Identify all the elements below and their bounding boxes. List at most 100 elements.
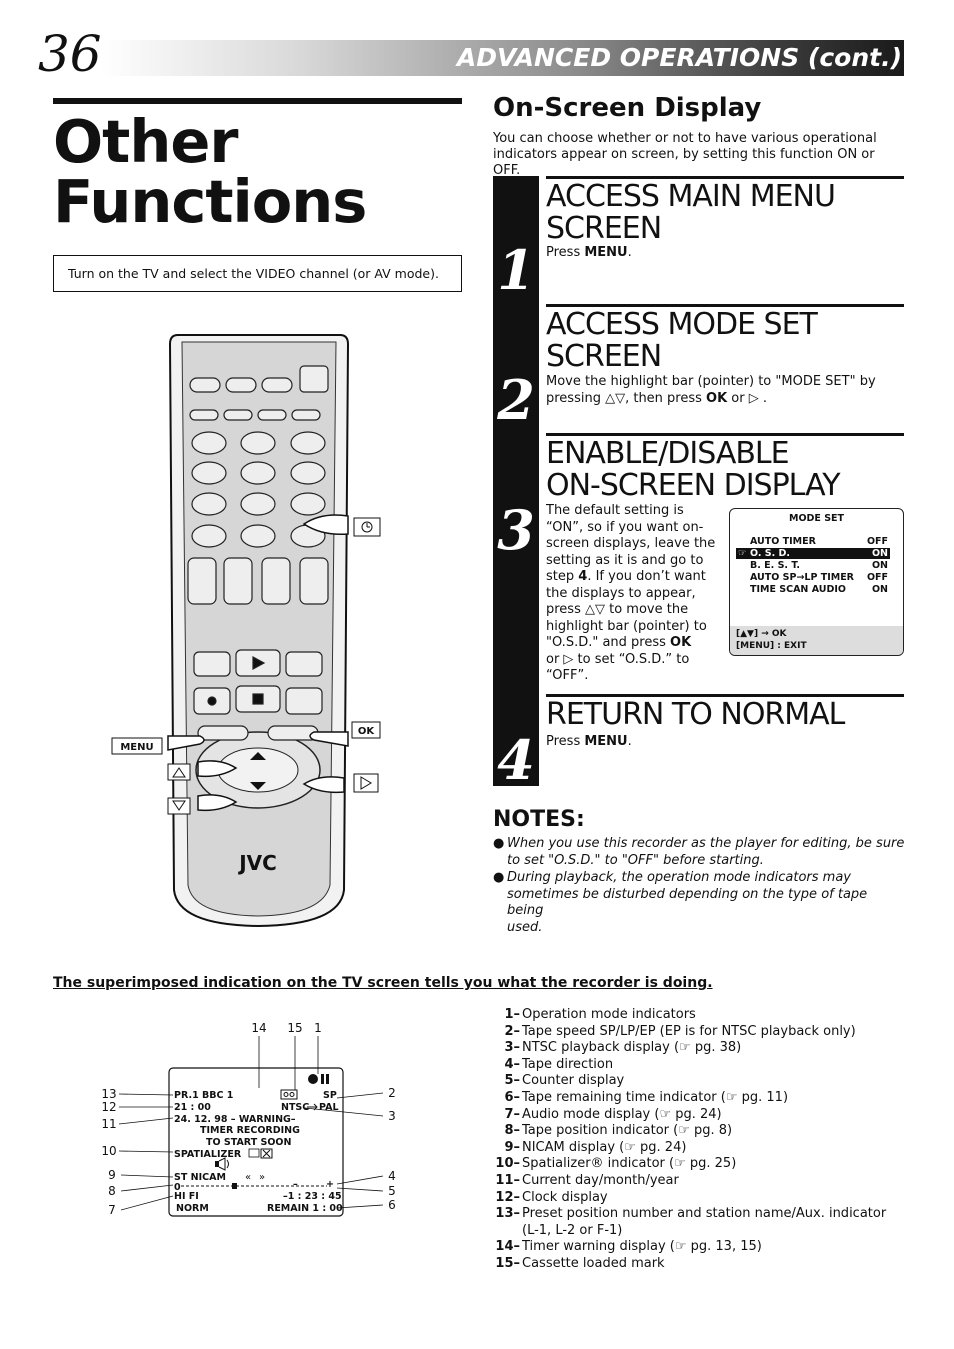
tv-screen-frame [168,1067,344,1217]
timer-mark-icon [248,1148,273,1159]
osd-spatializer: SPATIALIZER [174,1149,242,1160]
svg-text:»: » [259,1172,265,1183]
osd-norm: NORM [176,1203,209,1214]
label-4: 4 [388,1169,396,1183]
osd-nicam: ST NICAM [174,1172,226,1183]
section-header: ADVANCED OPERATIONS (cont.) [456,43,902,72]
step-1-title: ACCESS MAIN MENU SCREEN [546,179,836,246]
mode-set-row-highlighted: ☞O. S. D.ON [736,548,890,559]
label-3: 3 [388,1109,396,1123]
osd-hifi: HI FI [174,1191,199,1202]
ok-callout: OK [358,726,376,737]
page-title: Other Functions [53,107,367,236]
top-buttons [189,365,329,548]
list-item: 4–Tape direction [504,1056,614,1072]
step-2-title: ACCESS MODE SET SCREEN [546,307,818,374]
list-item: 5–Counter display [504,1073,625,1089]
clock-icon [361,521,373,533]
bullet-icon: ● [493,870,505,885]
list-item: 6–Tape remaining time indicator (☞ pg. 1… [504,1089,789,1105]
osd-heading: On-Screen Display [493,93,762,123]
list-item: 14–Timer warning display (☞ pg. 13, 15) [495,1239,762,1255]
step-1-number: 1 [497,238,535,302]
record-pause-icon [308,1074,329,1084]
label-11: 11 [101,1117,116,1131]
osd-clock: 21 : 00 [174,1102,211,1113]
list-item: 2–Tape speed SP/LP/EP (EP is for NTSC pl… [504,1023,856,1039]
list-item: 13–Preset position number and station na… [495,1206,887,1222]
page-title-line2: Functions [53,167,367,236]
up-arrow-icon [172,767,186,778]
label-7: 7 [108,1203,116,1217]
step-number-bar [493,176,539,786]
list-item: 8–Tape position indicator (☞ pg. 8) [504,1123,733,1139]
ntsc-pal-arrow-icon [307,1103,318,1111]
title-rule [53,98,462,104]
right-arrow-icon [360,776,372,790]
step-1-rule [546,176,904,179]
step-2-rule [546,304,904,307]
list-item: 9–NICAM display (☞ pg. 24) [504,1139,687,1155]
adjust-buttons [187,557,329,605]
mode-set-title: MODE SET [788,513,845,524]
page-title-line1: Other [53,107,238,176]
menu-ok-buttons [197,725,319,741]
bullet-icon: ● [493,836,505,851]
step-2-number: 2 [497,368,535,432]
label-10: 10 [101,1144,116,1158]
osd-timer-line2: TO START SOON [206,1137,291,1148]
label-9: 9 [108,1168,116,1182]
osd-plus: + [326,1179,334,1190]
label-1: 1 [314,1021,322,1035]
osd-intro: You can choose whether or not to have va… [493,131,877,178]
step-4-rule [546,694,904,697]
list-item: 1–Operation mode indicators [504,1007,696,1022]
label-6: 6 [388,1198,396,1212]
osd-ntsc: NTSC [281,1102,309,1113]
step-3-text: The default setting is “ON”, so if you w… [546,503,716,683]
osd-pal: PAL [319,1102,339,1113]
menu-callout: MENU [120,742,153,753]
step-1-text: Press MENU. [546,245,632,260]
list-item: 12–Clock display [495,1189,608,1205]
pointer-icon: ☞ [738,548,747,559]
list-item: 11–Current day/month/year [495,1172,679,1188]
mode-set-row: B. E. S. T.ON [750,560,888,571]
label-13: 13 [101,1087,116,1101]
label-8: 8 [108,1184,116,1198]
osd-date-warning: 24. 12. 98 – WARNING– [174,1114,296,1125]
label-15: 15 [287,1021,302,1035]
intro-box: Turn on the TV and select the VIDEO chan… [53,255,462,292]
label-5: 5 [388,1184,396,1198]
list-item: 3–NTSC playback display (☞ pg. 38) [504,1040,742,1056]
remote-control-illustration: JVC MENU OK [111,334,381,928]
tape-position-bar [181,1183,327,1189]
tv-screen-diagram: 14 15 1 13 12 11 10 9 8 7 2 3 4 5 6 PR.1… [101,1021,396,1217]
osd-timer-line1: TIMER RECORDING [200,1125,300,1136]
page-number: 36 [38,25,102,83]
spatializer-icon [215,1157,229,1171]
step-4-number: 4 [497,728,535,792]
step-4-text: Press MENU. [546,734,632,749]
step-4-title: RETURN TO NORMAL [546,697,845,732]
notes-title: NOTES: [493,807,585,832]
list-item: (L-1, L-2 or F-1) [522,1222,623,1238]
transport-buttons [193,649,323,715]
down-arrow-icon [172,800,186,811]
step-3-title: ENABLE/DISABLE ON-SCREEN DISPLAY [546,436,841,503]
list-item: 15–Cassette loaded mark [495,1255,665,1271]
remote-body [168,334,350,928]
list-item: 10–Spatializer® indicator (☞ pg. 25) [495,1156,737,1172]
svg-text:«: « [245,1172,251,1183]
osd-remain: REMAIN 1 : 00 [267,1203,343,1214]
mode-set-footer: [▲▼] → OK [MENU] : EXIT [730,626,903,655]
pointing-hands [167,514,349,812]
list-item: 7–Audio mode display (☞ pg. 24) [504,1106,722,1122]
label-12: 12 [101,1100,116,1114]
step-3-number: 3 [497,498,535,562]
legend-list: 1–Operation mode indicators 2–Tape speed… [494,1007,904,1273]
cassette-icon [280,1089,298,1100]
